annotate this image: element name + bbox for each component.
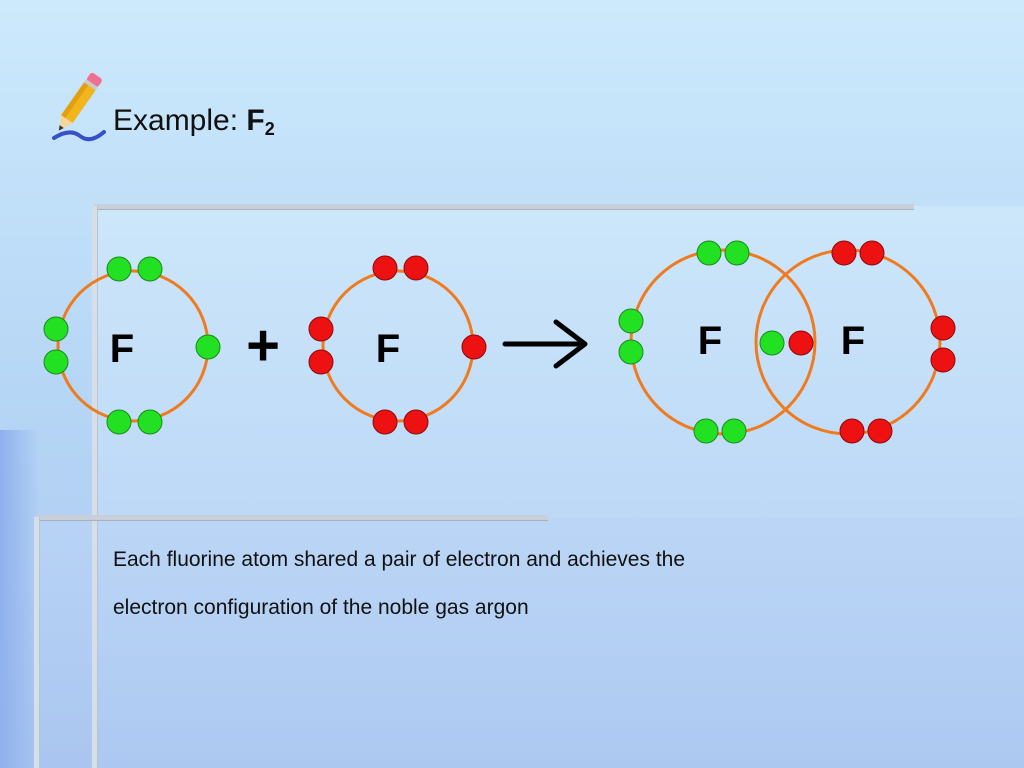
atom1-symbol: F <box>110 327 134 371</box>
product-atom2-electron <box>839 418 865 444</box>
atom2-electron <box>372 409 398 435</box>
atom2-electron <box>308 316 334 342</box>
title-formula: F <box>246 104 265 137</box>
product-atom1-electron <box>696 240 722 266</box>
atom1-electron <box>106 409 132 435</box>
product-atom2-electron <box>930 347 956 373</box>
product-atom1-shell <box>629 248 817 436</box>
atom2-electron <box>372 255 398 281</box>
caption-line: electron configuration of the noble gas … <box>113 596 529 619</box>
atom2-electron <box>461 334 487 360</box>
atom2-electron <box>403 255 429 281</box>
product-atom1-electron <box>693 418 719 444</box>
atom1-electron <box>137 409 163 435</box>
atom1-electron <box>43 316 69 342</box>
caption-text: Each fluorine atom shared a pair of elec… <box>113 536 873 632</box>
product-atom2-electron <box>867 418 893 444</box>
product-atom1-electron <box>618 339 644 365</box>
horizontal-rule-top <box>94 204 914 210</box>
product-atom2-electron <box>859 240 885 266</box>
product-atom1-symbol: F <box>698 319 722 363</box>
shared-electron-red <box>788 330 814 356</box>
caption-line: Each fluorine atom shared a pair of elec… <box>113 548 686 571</box>
product-atom1-electron <box>721 418 747 444</box>
title-prefix: Example: <box>113 104 247 137</box>
horizontal-rule-bottom <box>36 515 548 521</box>
product-atom2-symbol: F <box>841 319 865 363</box>
shared-electron-green <box>759 330 785 356</box>
product-atom1-electron <box>724 240 750 266</box>
atom2-symbol: F <box>376 327 400 371</box>
product-atom2-electron <box>930 315 956 341</box>
atom1-electron <box>137 256 163 282</box>
vertical-rule-bottom-left <box>34 517 40 768</box>
pencil-icon <box>52 72 106 142</box>
atom1-electron <box>195 334 221 360</box>
title-subscript: 2 <box>264 119 275 139</box>
product-atom2-electron <box>831 240 857 266</box>
reaction-arrow <box>502 319 588 369</box>
vertical-rule-left <box>92 206 98 768</box>
atom2-electron <box>403 409 429 435</box>
atom1-electron <box>43 349 69 375</box>
product-atom1-electron <box>618 308 644 334</box>
slide-title: Example: F2 <box>113 104 275 140</box>
atom2-electron <box>308 349 334 375</box>
plus-sign: + <box>246 313 280 378</box>
atom1-electron <box>106 256 132 282</box>
